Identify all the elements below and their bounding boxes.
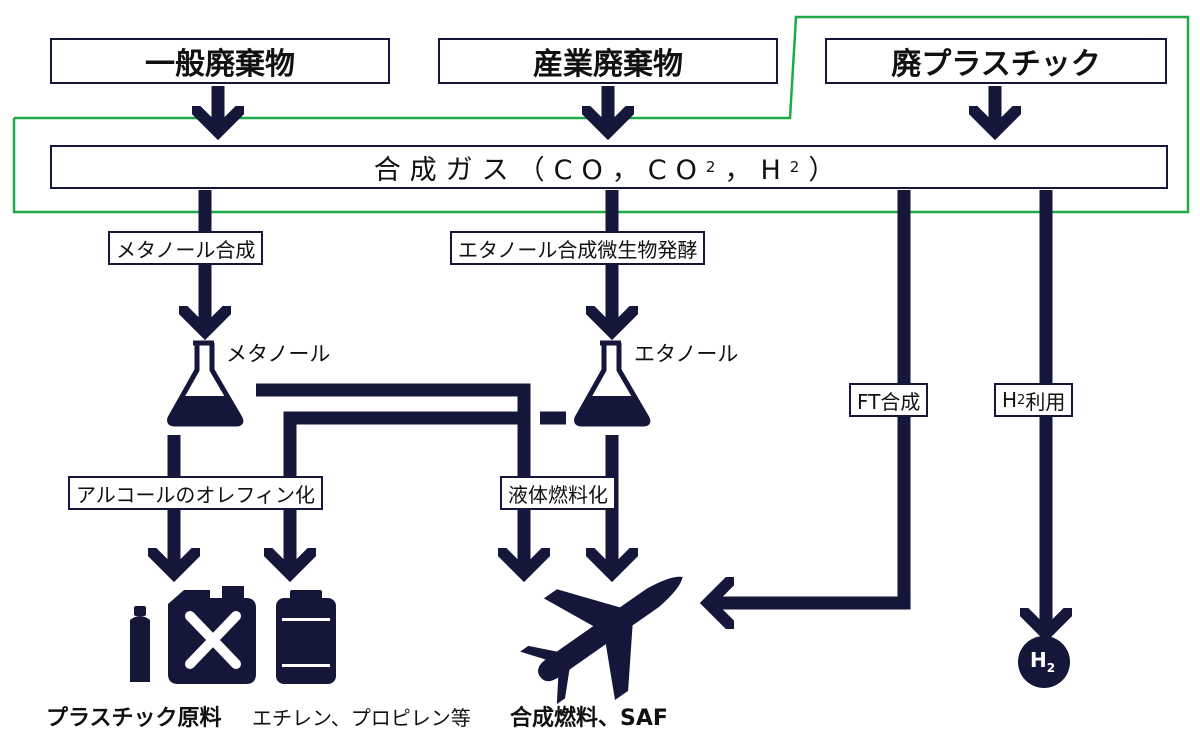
ethanol-text: エタノール xyxy=(634,342,739,366)
h2-use-h: H xyxy=(1002,388,1018,412)
label-olefin: アルコールのオレフィン化 xyxy=(68,476,323,510)
flask-icon xyxy=(574,340,651,427)
product-fuel: 合成燃料、SAF xyxy=(510,706,668,731)
h2-badge-h: H xyxy=(1030,648,1047,672)
h2-use-rest: 利用 xyxy=(1025,389,1066,414)
canister-icon xyxy=(276,590,336,684)
arrow-ft xyxy=(712,190,911,603)
highlight-outline xyxy=(12,15,1190,214)
h2-badge-sub: 2 xyxy=(1046,661,1056,675)
arrow-ethanol-plastics xyxy=(290,411,528,570)
syngas-sub-2: 2 xyxy=(789,158,809,176)
source-waste-plastic: 廃プラスチック xyxy=(825,38,1167,84)
bottle-icon xyxy=(130,606,150,682)
product-plastic-raw: プラスチック原料 xyxy=(46,706,222,731)
syngas-end: ） xyxy=(808,154,845,186)
airplane-icon xyxy=(520,576,683,705)
product-plastic-detail: エチレン、プロピレン等 xyxy=(252,706,471,730)
arrow-methanol-fuel xyxy=(256,383,524,570)
label-ethanol-synthesis: エタノール合成微生物発酵 xyxy=(450,231,706,265)
syngas-sub-1: 2 xyxy=(705,158,725,176)
syngas-label: 合成ガス（CO，CO xyxy=(373,154,706,186)
label-ft-synthesis: FT合成 xyxy=(849,383,929,417)
label-methanol-synthesis: メタノール合成 xyxy=(108,231,264,265)
h2-badge-text: H2 xyxy=(1030,648,1055,675)
flask-icon xyxy=(167,340,244,427)
methanol-text: メタノール xyxy=(226,342,331,366)
h2-circle-icon xyxy=(1018,636,1070,688)
label-liquid-fuel: 液体燃料化 xyxy=(500,476,616,510)
h2-use-sub: 2 xyxy=(1017,392,1026,408)
source-industrial-waste: 産業廃棄物 xyxy=(438,38,778,84)
jerrycan-icon xyxy=(168,586,256,684)
syngas-mid: ，H xyxy=(724,154,790,186)
source-municipal-waste: 一般廃棄物 xyxy=(50,38,390,84)
